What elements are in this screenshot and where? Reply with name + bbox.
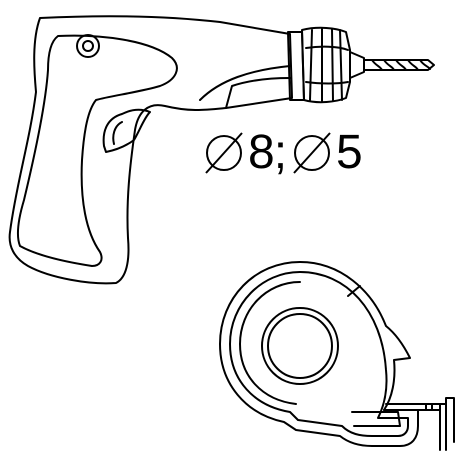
drill-vent-outer — [76, 34, 100, 58]
drill-trigger — [102, 108, 151, 153]
drill-chuck-rib-1 — [309, 29, 313, 101]
drill-body-outline — [8, 15, 293, 285]
drill-housing-line — [199, 65, 291, 101]
drill-chuck-rib-3 — [331, 28, 334, 102]
tape-belt-clip — [351, 411, 401, 427]
tape-housing-inner — [229, 271, 409, 437]
drill-housing-line-2 — [225, 77, 291, 109]
diameter-separator: ; — [273, 126, 288, 179]
drill-trigger-inner — [112, 121, 123, 145]
drill-chuck-rib-4 — [339, 29, 343, 101]
drill-grip-contour — [16, 34, 178, 267]
tape-housing-outer — [219, 261, 419, 447]
tape-blade-hook — [439, 403, 447, 451]
tape-hub-outer — [261, 307, 339, 385]
drill-bit-flutes — [371, 59, 431, 71]
drill-vent-inner — [82, 40, 94, 52]
diameter-symbol-icon — [205, 132, 243, 174]
diameter-value-1: 8 — [248, 126, 275, 179]
diameter-spec: 8 ; 5 — [200, 126, 363, 180]
tape-housing-line — [239, 281, 301, 405]
power-drill-icon — [8, 15, 435, 285]
tape-blade-tick — [425, 403, 433, 411]
diameter-symbol-icon — [293, 132, 331, 174]
diameter-value-2: 5 — [336, 126, 363, 179]
tape-hub-inner — [267, 313, 333, 379]
tape-measure-icon — [219, 261, 455, 451]
drill-chuck-nose — [349, 51, 365, 79]
drill-chuck-ring — [305, 45, 349, 85]
drill-chuck-body — [301, 26, 351, 104]
tape-seam-mark — [347, 285, 361, 297]
